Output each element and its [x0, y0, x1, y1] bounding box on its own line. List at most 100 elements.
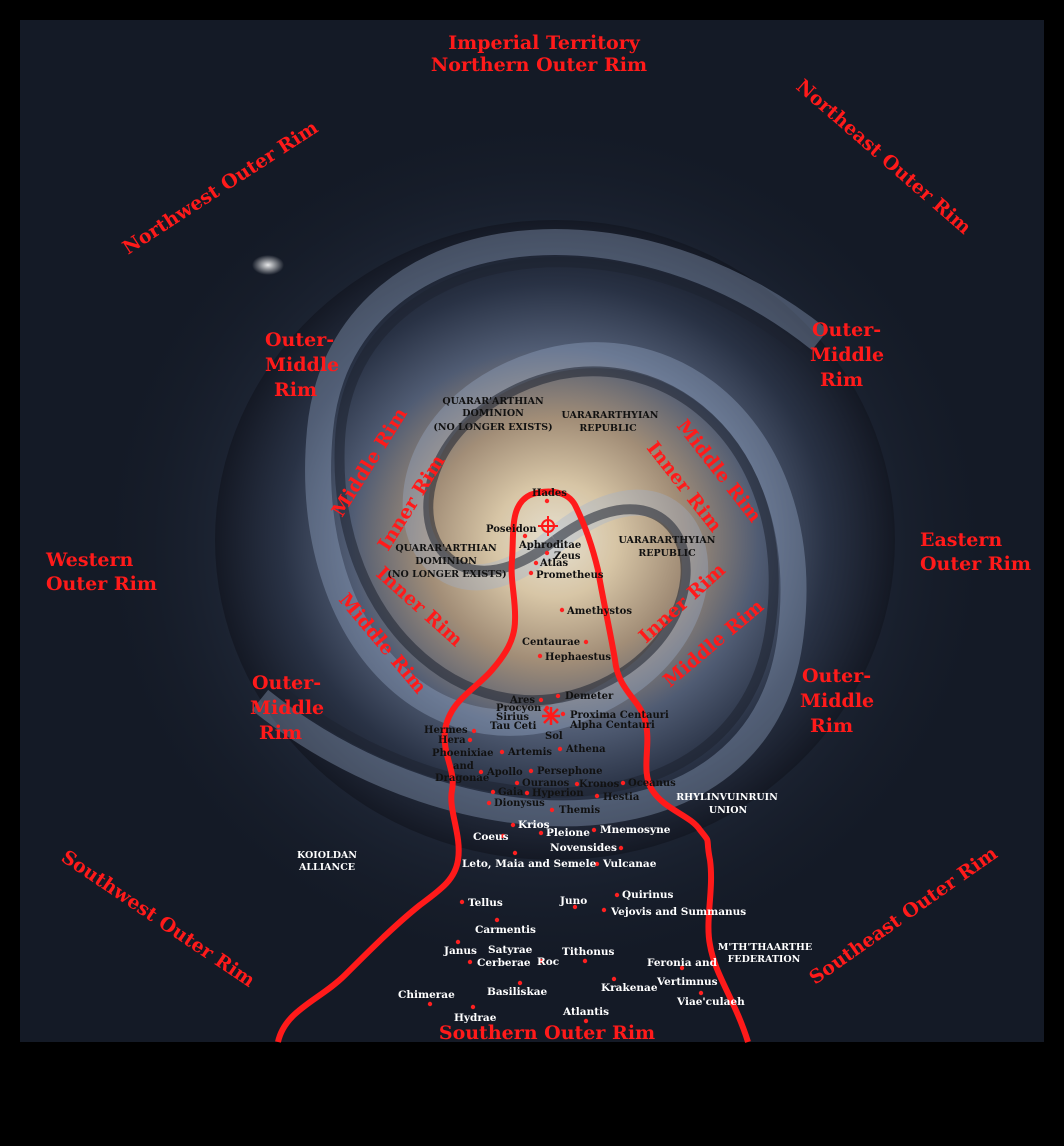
- system-atlas: Atlas: [539, 558, 568, 569]
- system-themis: Themis: [559, 805, 600, 816]
- svg-text:Rim: Rim: [274, 379, 317, 401]
- system-proxima: Proxima Centauri: [570, 710, 669, 721]
- system-hermes: Hermes: [424, 725, 468, 736]
- svg-text:DOMINION: DOMINION: [415, 556, 477, 567]
- svg-text:UARARARTHYIAN: UARARARTHYIAN: [562, 410, 659, 421]
- svg-text:Middle: Middle: [265, 354, 339, 376]
- system-novensides: Novensides: [550, 842, 617, 854]
- system-gaia: Gaia: [498, 787, 524, 798]
- system-alpha: Alpha Centauri: [569, 720, 655, 731]
- system-krios: Krios: [518, 819, 550, 831]
- svg-text:Middle: Middle: [250, 697, 324, 719]
- system-hades: Hades: [532, 488, 567, 499]
- sol-marker: [542, 707, 560, 725]
- svg-text:REPUBLIC: REPUBLIC: [579, 423, 637, 434]
- system-tau-ceti: Tau Ceti: [490, 721, 537, 732]
- system-viae: Viae'culaeh: [676, 996, 745, 1008]
- system-dionysus: Dionysus: [494, 798, 545, 809]
- svg-text:KOIOLDAN: KOIOLDAN: [297, 850, 357, 861]
- system-juno: Juno: [559, 895, 587, 907]
- svg-text:ALLIANCE: ALLIANCE: [298, 862, 355, 873]
- dust-lanes: [276, 257, 804, 798]
- system-sirius: Sirius: [496, 712, 529, 723]
- system-amethystos: Amethystos: [566, 606, 632, 617]
- svg-text:RHYLINVUINRUIN: RHYLINVUINRUIN: [676, 792, 778, 803]
- system-vertimnus: Vertimnus: [656, 976, 718, 988]
- polity-uarar-core: UARARARTHYIAN REPUBLIC: [619, 535, 716, 559]
- system-ares: Ares: [509, 695, 535, 706]
- outer-middle-rim-ne: Outer- Middle Rim: [810, 319, 884, 391]
- polity-koioldan: KOIOLDAN ALLIANCE: [297, 850, 357, 873]
- system-demeter: Demeter: [565, 691, 614, 702]
- svg-text:FEDERATION: FEDERATION: [728, 954, 801, 965]
- system-dots: [427, 498, 704, 1024]
- system-oceanus: Oceanus: [628, 778, 676, 789]
- svg-text:Rim: Rim: [820, 369, 863, 391]
- system-leto: Leto, Maia and Semele: [462, 858, 597, 870]
- region-western-outer-rim-label-2: Outer Rim: [46, 573, 157, 595]
- svg-text:Outer-: Outer-: [265, 329, 334, 351]
- region-northern-outer-rim-label: Northern Outer Rim: [431, 54, 647, 76]
- system-vulcanae: Vulcanae: [602, 858, 657, 870]
- region-eastern-outer-rim-label-2: Outer Rim: [920, 553, 1031, 575]
- system-procyon: Procyon: [496, 703, 542, 714]
- system-feronia: Feronia and: [647, 957, 718, 969]
- system-hydrae: Hydrae: [454, 1012, 497, 1024]
- bottom-band: [0, 1042, 1064, 1146]
- outer-middle-rim-se: Outer- Middle Rim: [800, 665, 874, 737]
- svg-text:Outer-: Outer-: [252, 672, 321, 694]
- system-dragonae: Dragonae: [435, 773, 489, 784]
- svg-text:Rim: Rim: [259, 722, 302, 744]
- svg-text:Outer-: Outer-: [802, 665, 871, 687]
- system-hestia: Hestia: [603, 792, 640, 803]
- region-southern-outer-rim-label: Southern Outer Rim: [439, 1022, 655, 1044]
- outer-middle-rim-sw: Outer- Middle Rim: [250, 672, 324, 744]
- svg-text:UARARARTHYIAN: UARARARTHYIAN: [619, 535, 716, 546]
- system-aphroditae: Aphroditae: [518, 540, 581, 551]
- system-basiliskae: Basiliskae: [487, 986, 548, 998]
- system-hyperion: Hyperion: [532, 788, 584, 799]
- svg-text:(NO LONGER EXISTS): (NO LONGER EXISTS): [387, 569, 506, 580]
- system-mnemosyne: Mnemosyne: [600, 824, 671, 836]
- system-hera: Hera: [438, 735, 466, 746]
- polity-mththaar: M'TH'THAARTHE FEDERATION: [718, 942, 812, 965]
- system-roc: Roc: [537, 956, 559, 968]
- system-janus: Janus: [443, 945, 477, 957]
- system-tellus: Tellus: [468, 897, 503, 909]
- svg-text:(NO LONGER EXISTS): (NO LONGER EXISTS): [433, 422, 552, 433]
- system-pleione: Pleione: [546, 827, 590, 839]
- system-ouranos: Ouranos: [522, 778, 570, 789]
- svg-text:QUARAR'ARTHIAN: QUARAR'ARTHIAN: [395, 543, 497, 554]
- svg-text:QUARAR'ARTHIAN: QUARAR'ARTHIAN: [442, 396, 544, 407]
- system-quirinus: Quirinus: [622, 889, 674, 901]
- system-carmentis: Carmentis: [475, 924, 536, 936]
- satellite-galaxy: [252, 255, 284, 275]
- spiral-arms: [251, 229, 829, 827]
- imperial-territory-border: [275, 488, 751, 1043]
- svg-text:Middle: Middle: [800, 690, 874, 712]
- system-tithonus: Tithonus: [562, 946, 615, 958]
- system-athena: Athena: [565, 744, 606, 755]
- system-chimerae: Chimerae: [398, 989, 455, 1001]
- svg-text:Outer-: Outer-: [812, 319, 881, 341]
- system-coeus: Coeus: [473, 831, 509, 843]
- outer-middle-rim-nw: Outer- Middle Rim: [265, 329, 339, 401]
- core-marker: [538, 516, 558, 536]
- system-persephone: Persephone: [537, 766, 602, 777]
- polity-rhylin: RHYLINVUINRUIN UNION: [676, 792, 778, 816]
- system-cerberae: Cerberae: [477, 957, 531, 969]
- system-apollo: Apollo: [486, 767, 523, 778]
- system-kronos: Kronos: [579, 779, 620, 790]
- system-vejovis: Vejovis and Summanus: [610, 906, 746, 918]
- system-sol: Sol: [545, 731, 563, 742]
- system-and: and: [453, 761, 474, 772]
- svg-text:UNION: UNION: [709, 805, 748, 816]
- polity-uarar-north: UARARARTHYIAN REPUBLIC: [562, 410, 659, 434]
- region-imperial-label: Imperial Territory: [448, 32, 640, 54]
- system-prometheus: Prometheus: [536, 570, 604, 581]
- region-western-outer-rim-label-1: Western: [45, 549, 133, 571]
- system-satyrae: Satyrae: [488, 944, 533, 956]
- system-atlantis: Atlantis: [562, 1006, 609, 1018]
- polity-quarar-core: QUARAR'ARTHIAN DOMINION (NO LONGER EXIST…: [387, 543, 506, 580]
